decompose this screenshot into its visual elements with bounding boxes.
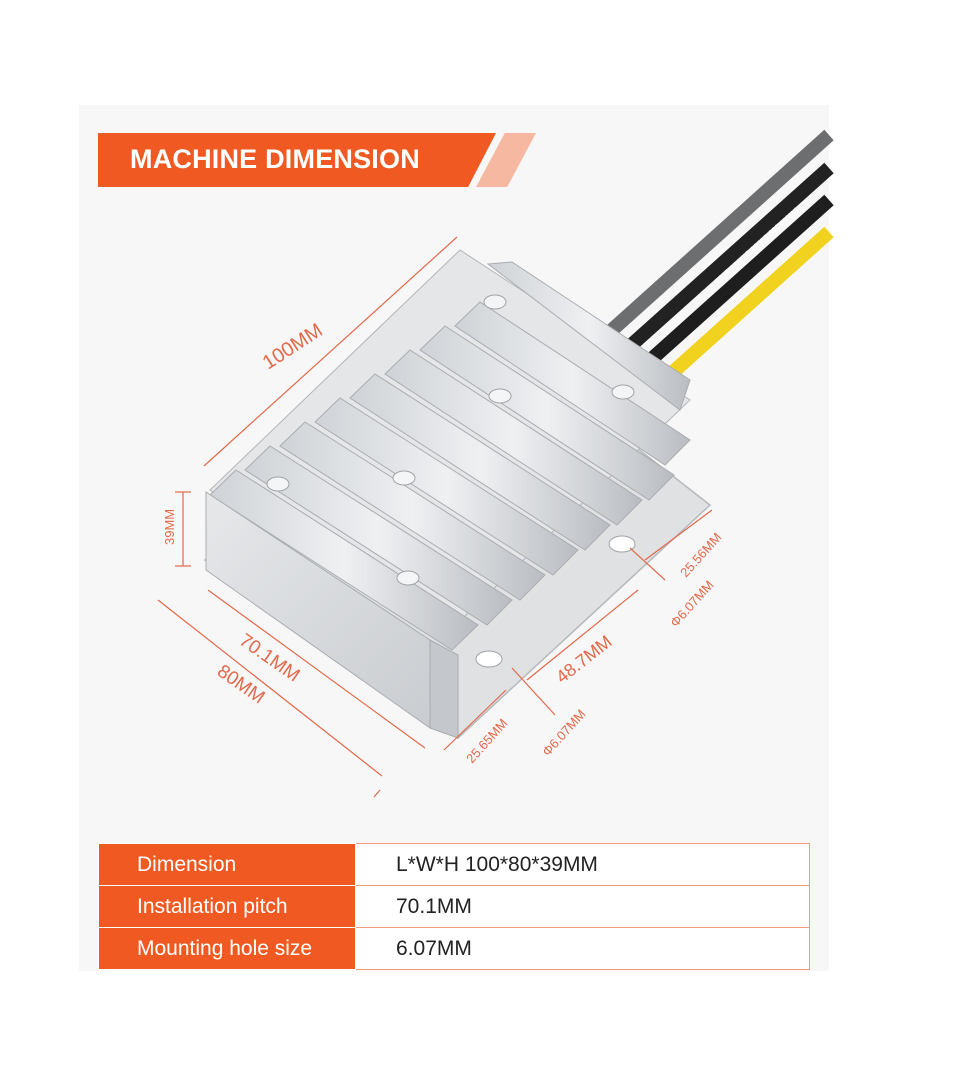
spec-value: L*W*H 100*80*39MM <box>355 843 810 886</box>
black-cable-2 <box>640 194 834 371</box>
cable-bundle: STYLE 1015 16AWG 105°C 600V VW-1 <box>607 129 834 388</box>
table-row: Dimension L*W*H 100*80*39MM <box>98 843 810 886</box>
spec-label: Dimension <box>98 843 356 886</box>
spec-label: Installation pitch <box>98 885 356 928</box>
mounting-hole-right <box>608 535 636 553</box>
length-label: 100MM <box>259 319 327 374</box>
offset-right-label: 25.56MM <box>677 530 724 580</box>
heatsink-fins <box>209 261 691 651</box>
spec-value: 6.07MM <box>355 927 810 970</box>
screw-heads <box>266 294 635 586</box>
spec-table: Dimension L*W*H 100*80*39MM Installation… <box>98 843 810 970</box>
width-outer-label: 80MM <box>213 661 268 708</box>
spec-label: Mounting hole size <box>98 927 356 970</box>
table-row: Installation pitch 70.1MM <box>98 885 810 928</box>
hole-right-label: Φ6.07MM <box>667 577 717 630</box>
cable-print: STYLE 1015 16AWG 105°C 600V VW-1 <box>696 206 801 302</box>
hole-front-label: Φ6.07MM <box>539 706 589 759</box>
table-row: Mounting hole size 6.07MM <box>98 927 810 970</box>
mounting-hole-front <box>475 650 503 668</box>
spec-value: 70.1MM <box>355 885 810 928</box>
black-cable-1 <box>623 162 834 354</box>
yellow-cable <box>657 226 834 388</box>
title-banner <box>98 133 496 187</box>
gray-cable <box>607 129 834 336</box>
height-label: 39MM <box>162 509 177 545</box>
dimension-lines <box>157 236 713 798</box>
banner-title: MACHINE DIMENSION <box>130 144 420 174</box>
